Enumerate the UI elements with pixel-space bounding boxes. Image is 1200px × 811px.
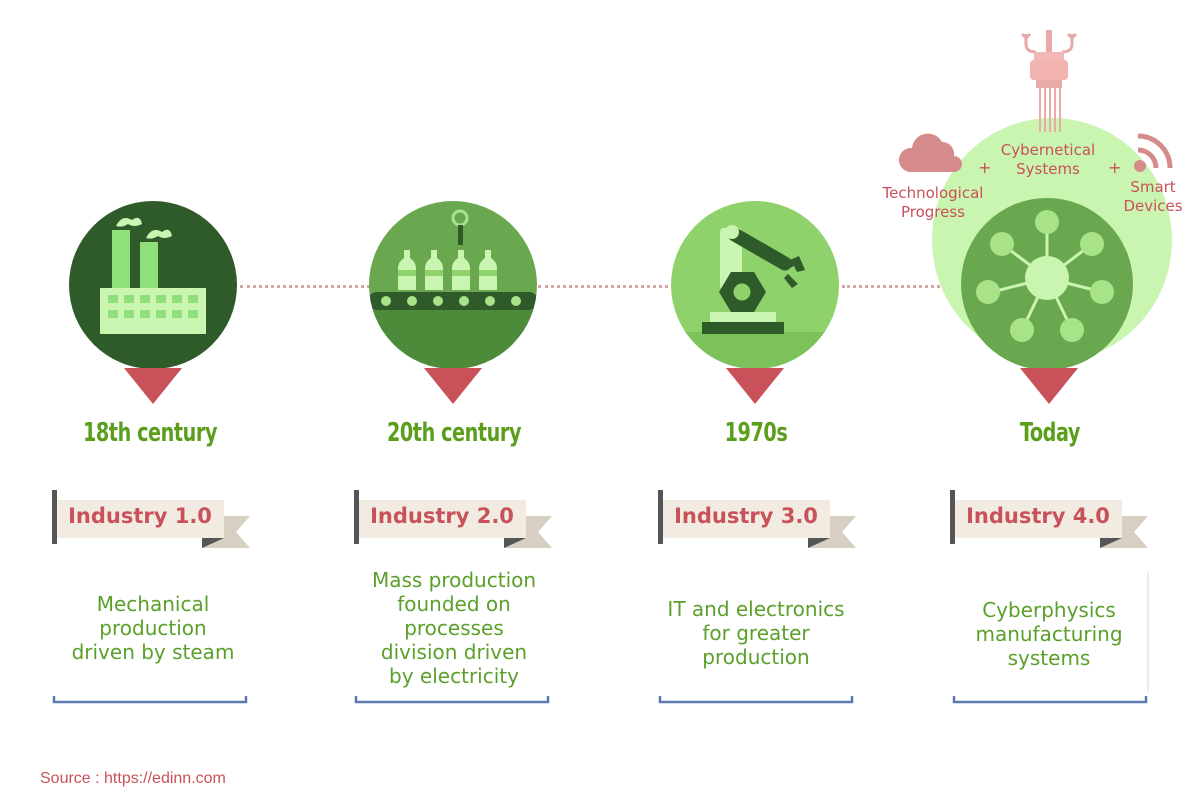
era-label: 20th century: [386, 418, 522, 448]
industry-ribbon: Industry 4.0: [950, 490, 1150, 554]
source-credit: Source : https://edinn.com: [40, 770, 226, 787]
era-label: Today: [1020, 418, 1080, 448]
timeline-connector: [240, 285, 370, 288]
pointer-triangle: [124, 368, 182, 404]
conveyor-bottles-icon: [369, 201, 537, 369]
wifi-signal-icon: [1134, 133, 1173, 172]
industry-label: Industry 4.0: [966, 504, 1110, 528]
card-bracket: [952, 572, 1149, 704]
card-bracket: [354, 696, 550, 704]
industry-ribbon: Industry 1.0: [52, 490, 252, 554]
timeline-connector: [842, 285, 952, 288]
robot-claw-icon: [1020, 30, 1078, 132]
card-bracket: [658, 696, 854, 704]
timeline-connector: [538, 285, 668, 288]
plus-sign: +: [978, 158, 992, 177]
industry-ribbon: Industry 3.0: [658, 490, 858, 554]
industry-label: Industry 2.0: [370, 504, 514, 528]
industry-label: Industry 3.0: [674, 504, 818, 528]
factory-icon: [69, 201, 237, 369]
robot-arm-icon: [671, 201, 839, 369]
industry-ribbon: Industry 2.0: [354, 490, 554, 554]
pointer-triangle: [1020, 368, 1078, 404]
plus-sign: +: [1108, 158, 1122, 177]
pointer-triangle: [726, 368, 784, 404]
network-hub-icon: [932, 118, 1172, 368]
era-label: 1970s: [724, 418, 788, 448]
industry-label: Industry 1.0: [68, 504, 212, 528]
card-bracket: [52, 696, 248, 704]
cloud-icon: [898, 133, 962, 172]
era-label: 18th century: [82, 418, 218, 448]
pointer-triangle: [424, 368, 482, 404]
